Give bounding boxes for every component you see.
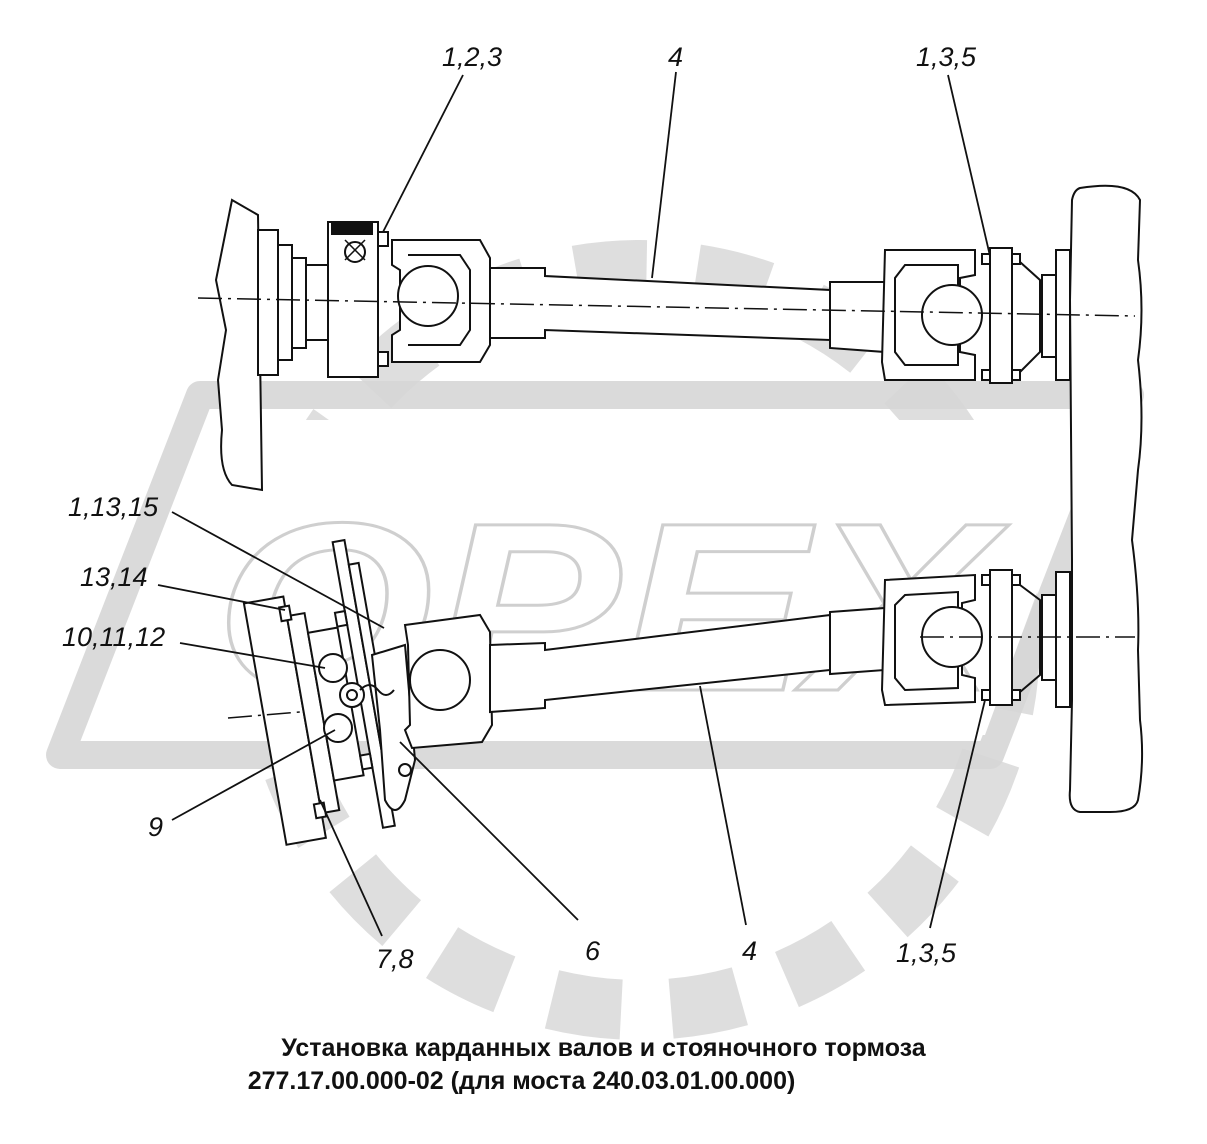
top-shaft-assembly (214, 198, 1071, 492)
callout-1-13-15: 1,13,15 (68, 492, 159, 522)
callout-labels: 1,2,3 4 1,3,5 1,13,15 13,14 10,11,12 9 7… (62, 42, 977, 974)
callout-1-3-5-top: 1,3,5 (916, 42, 977, 72)
gearbox-flange (257, 229, 279, 376)
top-right-flange (989, 247, 1013, 384)
callout-7-8: 7,8 (376, 944, 414, 974)
callout-4-bottom: 4 (742, 936, 757, 966)
brake-spring-upper (318, 653, 348, 683)
bottom-shaft-assembly (242, 538, 1071, 846)
callout-13-14: 13,14 (80, 562, 148, 592)
brake-spring-lower (323, 713, 353, 743)
callout-10-11-12: 10,11,12 (62, 622, 165, 652)
callout-9: 9 (148, 812, 163, 842)
callout-4-top: 4 (668, 42, 683, 72)
caption-line-2: 277.17.00.000-02 (для моста 240.03.01.00… (247, 1067, 796, 1095)
callout-1-2-3: 1,2,3 (442, 42, 502, 72)
gearbox-housing (214, 198, 264, 492)
leader-lines (157, 71, 991, 937)
caption-line-1: Установка карданных валов и стояночного … (281, 1034, 926, 1062)
callout-6: 6 (585, 936, 601, 966)
center-lines (197, 297, 1136, 719)
callout-1-3-5-bottom: 1,3,5 (896, 938, 957, 968)
axle-housing (1068, 184, 1144, 813)
